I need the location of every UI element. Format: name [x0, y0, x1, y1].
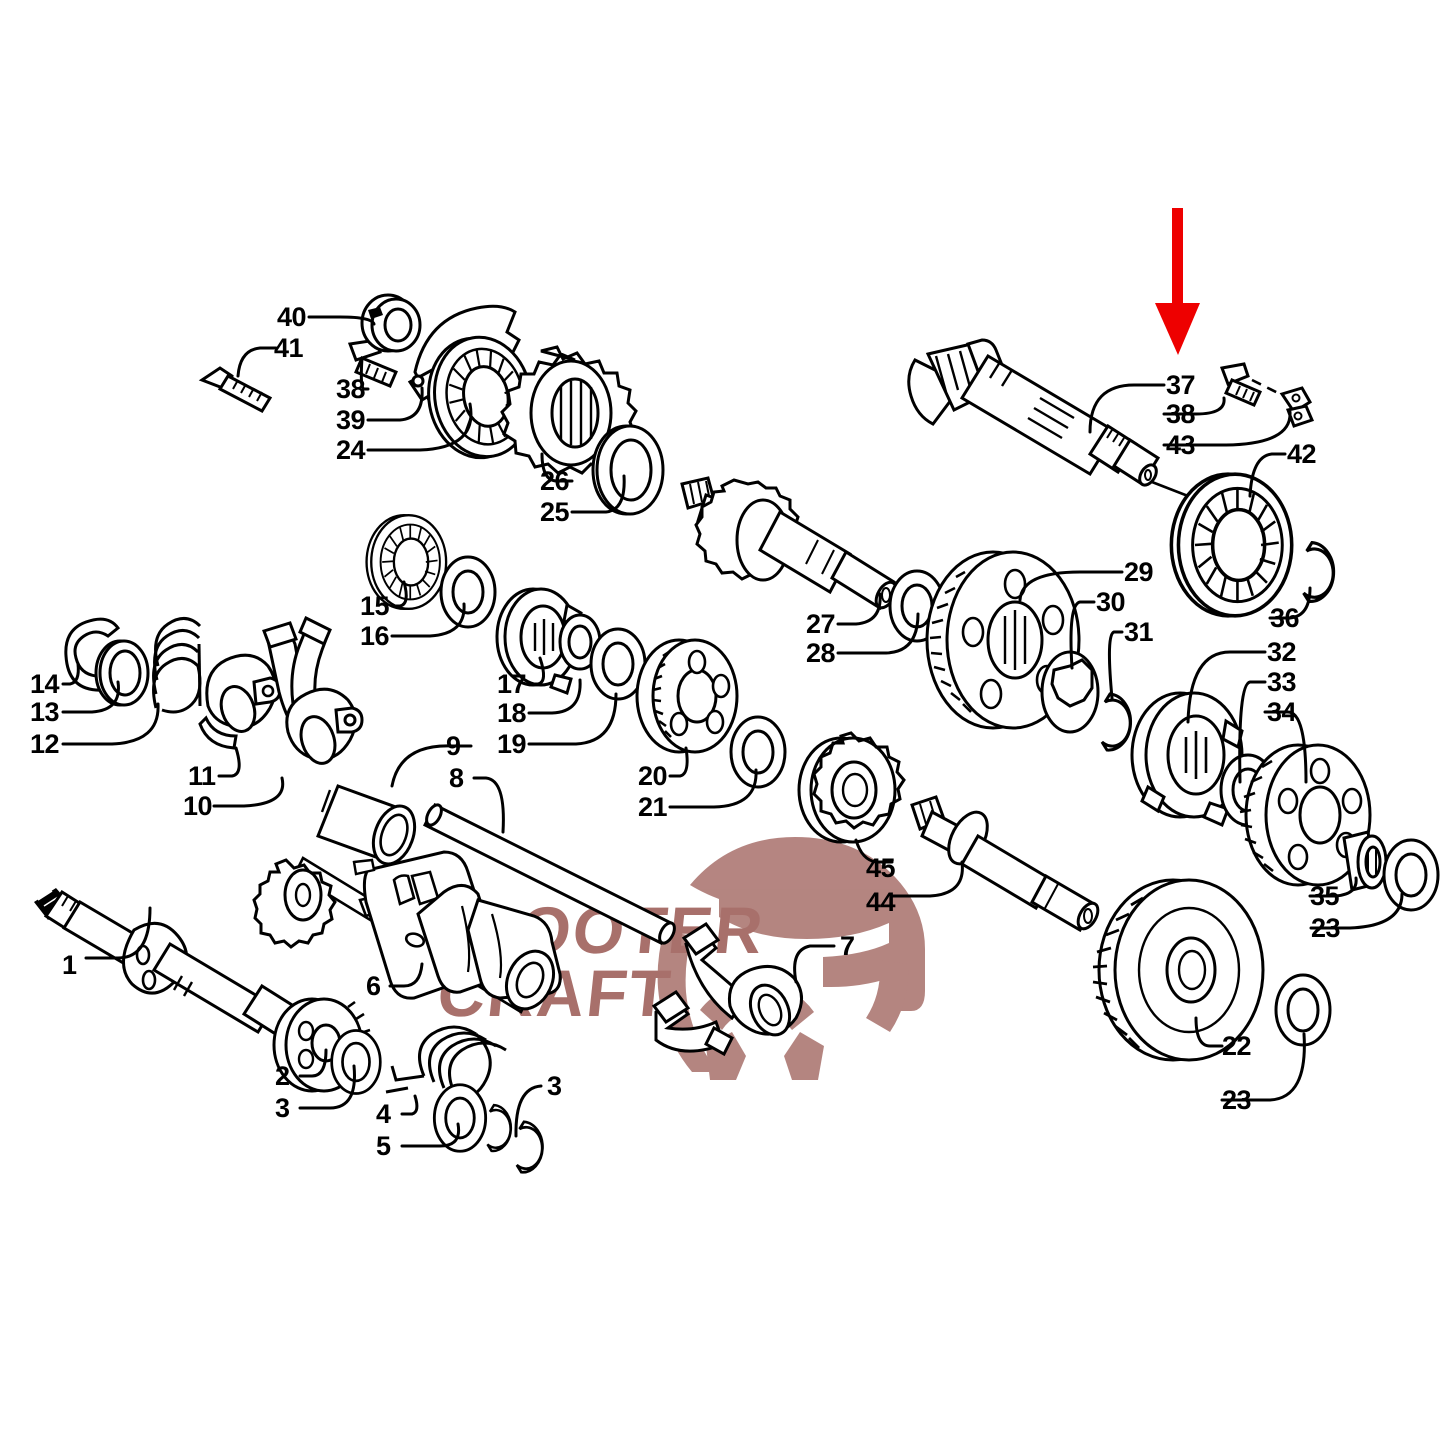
callout-label-36: 36	[1270, 603, 1300, 633]
callout-label-28: 28	[806, 638, 836, 668]
callout-label-23a: 23	[1222, 1085, 1252, 1115]
callout-label-43: 43	[1166, 430, 1196, 460]
part-9-collar	[316, 784, 417, 866]
callout-label-7: 7	[840, 931, 855, 961]
part-32-shift-clutch	[1130, 691, 1244, 828]
part-41-bolt	[198, 366, 273, 413]
part-11-fork-guide	[198, 653, 282, 750]
part-44-shaft	[910, 795, 1100, 933]
callout-label-9: 9	[446, 731, 461, 761]
callout-label-11: 11	[188, 761, 216, 791]
callout-label-27: 27	[806, 609, 836, 639]
part-7-shift-fork-center	[651, 921, 803, 1057]
callout-label-8: 8	[449, 763, 464, 793]
callout-label-33: 33	[1267, 667, 1297, 697]
callout-label-4: 4	[376, 1099, 391, 1129]
callout-label-10: 10	[183, 791, 213, 821]
callout-label-35: 35	[1310, 881, 1340, 911]
callout-label-15: 15	[360, 591, 390, 621]
part-20-gear	[635, 638, 739, 754]
part-25-washer	[591, 424, 665, 516]
callout-label-2: 2	[275, 1061, 290, 1091]
part-22-final-gear	[1092, 878, 1265, 1062]
callout-label-32: 32	[1267, 637, 1297, 667]
callout-label-44-visible: 44	[866, 887, 896, 917]
part-37-output-shaft	[907, 338, 1225, 512]
part-38-bolt-left	[347, 338, 398, 388]
callout-label-22: 22	[1222, 1031, 1252, 1061]
part-27-countershaft	[680, 476, 898, 611]
callout-label-20: 20	[638, 761, 668, 791]
callout-label-21: 21	[638, 792, 668, 822]
callout-label-5: 5	[376, 1131, 391, 1161]
part-6-shift-drum	[252, 850, 562, 1014]
callout-label-14: 14	[30, 669, 60, 699]
callout-label-41: 41	[274, 333, 304, 363]
callout-label-18: 18	[497, 698, 527, 728]
callout-label-38a: 38	[1166, 399, 1196, 429]
part-12-spring	[152, 617, 202, 714]
callout-label-31: 31	[1124, 617, 1154, 647]
callout-label-3a: 3	[275, 1093, 290, 1123]
callout-label-26: 26	[540, 466, 570, 496]
callout-label-25: 25	[540, 497, 570, 527]
callout-label-13: 13	[30, 697, 60, 727]
callout-label-37: 37	[1166, 370, 1196, 400]
callout-label-24: 24	[336, 435, 366, 465]
callout-label-39: 39	[336, 405, 366, 435]
callout-label-3b: 3	[547, 1071, 562, 1101]
callout-label-34: 34	[1267, 697, 1297, 727]
callout-label-19: 19	[497, 729, 527, 759]
callout-label-42: 42	[1287, 439, 1317, 469]
callout-label-6: 6	[366, 971, 381, 1001]
callout-label-30: 30	[1096, 587, 1126, 617]
part-43-retainer	[1251, 378, 1315, 428]
part-30-splined-washer	[1040, 650, 1100, 734]
part-45-gear	[797, 731, 906, 844]
part-29-driven-gear	[925, 550, 1081, 730]
callout-label-12: 12	[30, 729, 60, 759]
part-34-gear	[1239, 743, 1372, 887]
callout-label-23b: 23	[1311, 913, 1341, 943]
callout-label-40: 40	[277, 302, 307, 332]
callout-label-1: 1	[62, 950, 77, 980]
part-10-shift-fork	[262, 615, 364, 765]
callout-label-16: 16	[360, 621, 390, 651]
part-13-washer	[94, 639, 150, 707]
callout-label-17: 17	[497, 669, 527, 699]
part-40-oil-seal	[360, 293, 422, 353]
callout-label-29: 29	[1124, 557, 1154, 587]
part-8-fork-shaft	[422, 802, 676, 946]
part-35-bushing	[1342, 830, 1388, 892]
part-38-bolt-right	[1219, 362, 1263, 407]
part-1-shift-shaft	[34, 888, 305, 1041]
callout-label-38b: 38	[336, 374, 366, 404]
